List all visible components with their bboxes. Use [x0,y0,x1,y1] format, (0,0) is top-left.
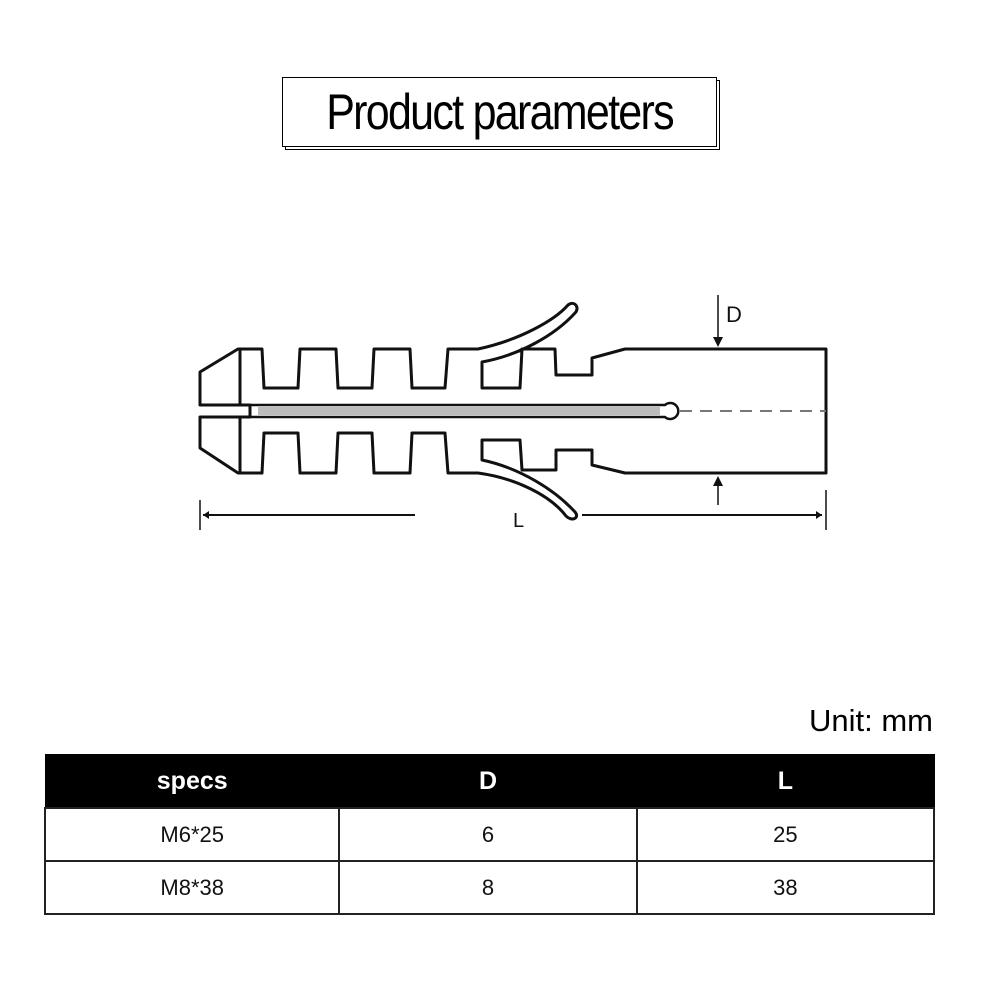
header-d: D [338,754,638,809]
cell-spec: M8*38 [43,860,341,915]
cell-d: 8 [338,860,638,915]
title-box: Product parameters [282,77,717,147]
label-d: D [726,302,742,327]
header-specs: specs [44,754,340,809]
label-l: L [513,510,524,532]
plug-top-half [198,301,828,521]
table-row: M8*38 8 38 [43,860,936,915]
slit [250,401,680,421]
page-title: Product parameters [326,84,674,140]
cell-spec: M6*25 [43,807,341,862]
header-l: L [636,754,935,809]
spec-table: specs D L M6*25 6 25 M8*38 8 38 [43,754,936,915]
cell-d: 6 [338,807,638,862]
cell-l: 25 [635,807,936,862]
table-row: M6*25 6 25 [43,807,936,862]
cell-l: 38 [635,860,936,915]
table-header-row: specs D L [44,754,935,809]
unit-label: Unit: mm [809,703,933,738]
